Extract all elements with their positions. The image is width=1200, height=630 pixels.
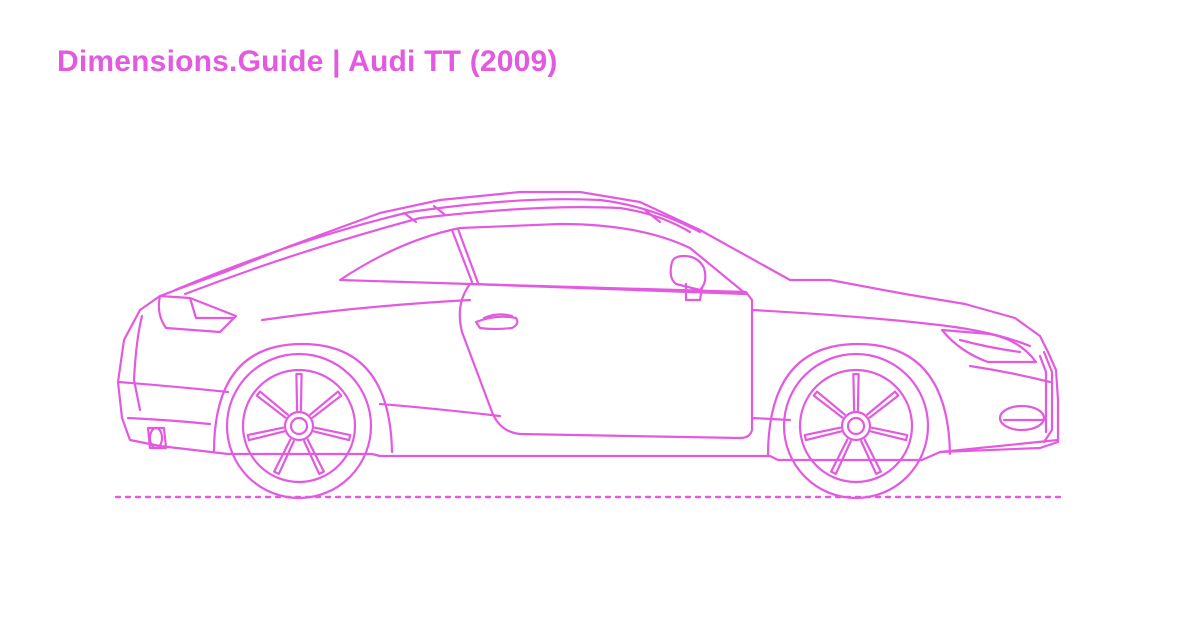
front-wheel-spoke bbox=[812, 390, 846, 419]
page-title: Dimensions.Guide | Audi TT (2009) bbox=[57, 45, 558, 78]
headlight-inner bbox=[958, 338, 1022, 354]
rear-wheel-spoke bbox=[312, 426, 352, 442]
roof-accent-2 bbox=[432, 204, 446, 216]
exhaust-outline bbox=[146, 426, 168, 450]
door-handle-recess bbox=[482, 313, 514, 320]
front-tire bbox=[782, 352, 930, 500]
roof-accent-1 bbox=[402, 211, 418, 224]
rear-tire bbox=[225, 352, 373, 500]
door-handle bbox=[474, 315, 519, 331]
rear-wheel-spoke bbox=[303, 438, 325, 476]
front-rim bbox=[798, 368, 914, 484]
front-spokes bbox=[803, 372, 909, 476]
front-wheel-spoke bbox=[852, 372, 860, 412]
front-wheel-arch bbox=[766, 342, 952, 458]
rear-bumper-line bbox=[116, 380, 230, 394]
front-bumper-line bbox=[968, 364, 1052, 384]
front-wheel-spoke bbox=[869, 426, 909, 442]
window-divider-2 bbox=[456, 227, 480, 285]
car-body-outline bbox=[116, 190, 1060, 462]
front-hub bbox=[840, 410, 872, 442]
shoulder-line bbox=[260, 298, 472, 322]
front-grille-edge bbox=[1042, 350, 1054, 444]
rear-hub bbox=[283, 410, 315, 442]
rear-wheel bbox=[225, 352, 373, 500]
rear-wheel-spoke bbox=[255, 390, 289, 419]
shoulder-line-front bbox=[750, 308, 1032, 348]
front-wheel bbox=[782, 352, 930, 500]
roof-rail bbox=[183, 206, 692, 296]
front-wheel-spoke bbox=[860, 438, 882, 476]
rear-spokes bbox=[246, 372, 352, 476]
roof-accent-3 bbox=[643, 208, 662, 224]
mirror-mount bbox=[684, 282, 704, 302]
front-wheel-spoke bbox=[830, 438, 852, 476]
rear-panel-line bbox=[132, 314, 144, 412]
front-grille-edge-2 bbox=[1038, 354, 1048, 434]
roof-line bbox=[173, 198, 702, 292]
rear-hub-cap bbox=[289, 416, 309, 436]
front-lower-line bbox=[938, 438, 1060, 454]
rear-wheel-spoke bbox=[246, 426, 286, 442]
rear-rim bbox=[241, 368, 357, 484]
rear-light-inner bbox=[188, 296, 236, 320]
side-window bbox=[338, 222, 748, 296]
front-wheel-spoke bbox=[803, 426, 843, 442]
rear-wheel-spoke bbox=[295, 372, 303, 412]
sill-line bbox=[378, 402, 502, 418]
rear-lower-line bbox=[126, 416, 212, 426]
rear-wheel-spoke bbox=[309, 390, 343, 419]
front-wheel-spoke bbox=[866, 390, 900, 419]
headlight bbox=[940, 328, 1038, 364]
rear-light bbox=[157, 294, 238, 334]
rear-wheel-spoke bbox=[273, 438, 295, 476]
window-divider bbox=[450, 228, 474, 284]
front-hub-cap bbox=[846, 416, 866, 436]
door-outline bbox=[458, 282, 754, 440]
fog-light bbox=[998, 404, 1046, 432]
side-mirror bbox=[669, 254, 707, 292]
rear-wheel-arch bbox=[212, 342, 394, 454]
